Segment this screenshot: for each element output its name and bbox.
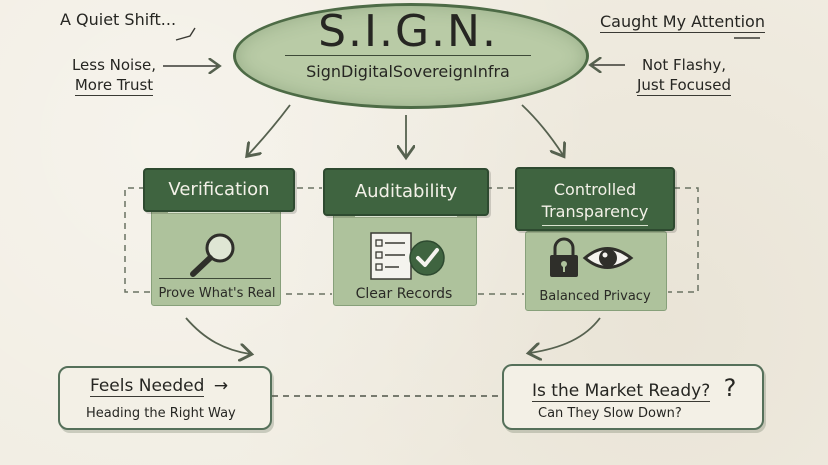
pillar-verification: Verification Prove What's Real <box>143 168 295 308</box>
question-mark-icon: ? <box>723 374 737 402</box>
pillar-auditability: Auditability Clear Records <box>323 168 489 308</box>
pillar-header: Controlled Transparency <box>515 167 675 231</box>
lock-eye-icon <box>550 237 634 277</box>
pillar-title-line1: Controlled <box>553 180 637 199</box>
hub-title: S.I.G.N. <box>318 6 498 57</box>
note-less-noise: Less Noise, More Trust <box>71 56 157 96</box>
pillar-header: Auditability <box>323 168 489 217</box>
hub-subtitle: SignDigitalSovereignInfra <box>306 62 510 81</box>
dashed-frame <box>124 187 152 293</box>
pillar-header: Verification <box>143 168 295 213</box>
pillar-title: Verification <box>168 170 270 213</box>
hub-ellipse <box>233 3 589 109</box>
arrow-hub-transparency <box>521 104 563 155</box>
box-subtitle: Can They Slow Down? <box>538 406 682 421</box>
magnifying-glass-icon <box>190 233 235 277</box>
box-title: Feels Needed → <box>90 376 229 397</box>
pillar-caption: Clear Records <box>355 286 453 302</box>
pillar-title: Auditability <box>354 170 458 217</box>
note-not-flashy: Not Flashy, Just Focused <box>637 56 731 96</box>
pillar-transparency: Controlled Transparency Balanced Privacy <box>515 167 675 313</box>
pillar-body <box>525 231 667 311</box>
box-title: Is the Market Ready? ? <box>532 374 737 402</box>
pillar-caption: Prove What's Real <box>158 286 276 301</box>
checklist-icon <box>370 232 445 280</box>
box-market-ready: Is the Market Ready? ? Can They Slow Dow… <box>502 364 764 430</box>
pillar-caption: Balanced Privacy <box>539 289 651 304</box>
arrow-right-icon: → <box>213 376 229 396</box>
box-subtitle: Heading the Right Way <box>86 406 236 421</box>
note-quiet-shift: A Quiet Shift... <box>60 10 177 29</box>
arrow-to-market-ready <box>530 317 601 353</box>
hub-divider <box>285 55 531 56</box>
box-feels-needed: Feels Needed → Heading the Right Way <box>58 366 272 430</box>
pillar-title-line2: Transparency <box>541 201 649 226</box>
arrow-hub-verification <box>248 104 291 155</box>
note-caught-attention: Caught My Attention <box>600 12 765 33</box>
arrow-to-feels-needed <box>185 317 250 354</box>
